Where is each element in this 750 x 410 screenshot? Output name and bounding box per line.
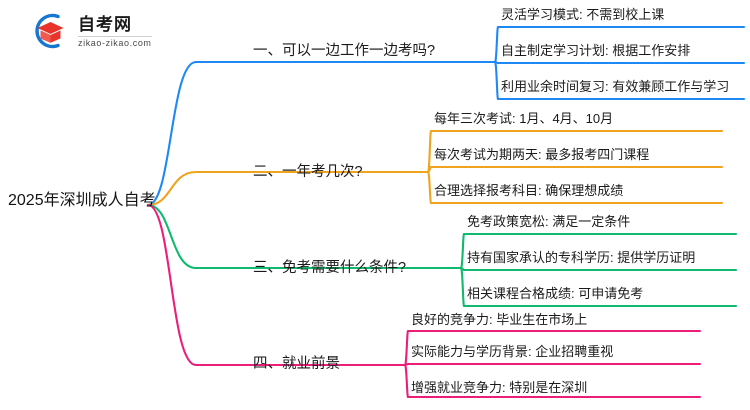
leaf-node-1-2[interactable]: 自主制定学习计划: 根据工作安排	[501, 43, 691, 58]
logo-name-en: zikao-zikao.com	[78, 37, 152, 48]
site-logo: 自考网 zikao-zikao.com	[28, 8, 188, 54]
branch-node-3[interactable]: 三、免考需要什么条件?	[253, 260, 407, 276]
branch-node-4[interactable]: 四、就业前景	[253, 356, 340, 372]
leaf-node-1-3[interactable]: 利用业余时间复习: 有效兼顾工作与学习	[501, 79, 730, 94]
branch-node-1[interactable]: 一、可以一边工作一边考吗?	[253, 43, 436, 59]
leaf-node-1-1[interactable]: 灵活学习模式: 不需到校上课	[501, 7, 665, 22]
leaf-node-4-3[interactable]: 增强就业竞争力: 特别是在深圳	[411, 380, 588, 395]
leaf-node-3-3[interactable]: 相关课程合格成绩: 可申请免考	[467, 286, 644, 301]
leaf-node-4-1[interactable]: 良好的竞争力: 毕业生在市场上	[411, 312, 588, 327]
leaf-node-2-1[interactable]: 每年三次考试: 1月、4月、10月	[434, 111, 614, 126]
leaf-node-2-3[interactable]: 合理选择报考科目: 确保理想成绩	[434, 183, 624, 198]
leaf-node-3-1[interactable]: 免考政策宽松: 满足一定条件	[467, 214, 631, 229]
leaf-node-2-2[interactable]: 每次考试为期两天: 最多报考四门课程	[434, 147, 650, 162]
logo-wordmark: 自考网 zikao-zikao.com	[78, 14, 152, 48]
logo-name-cn: 自考网	[78, 16, 152, 37]
branch-node-2[interactable]: 二、一年考几次?	[253, 164, 363, 180]
graduation-cap-icon	[28, 9, 72, 53]
leaf-node-3-2[interactable]: 持有国家承认的专科学历: 提供学历证明	[467, 250, 696, 265]
leaf-node-4-2[interactable]: 实际能力与学历背景: 企业招聘重视	[411, 344, 614, 359]
root-node[interactable]: 2025年深圳成人自考	[8, 192, 156, 209]
